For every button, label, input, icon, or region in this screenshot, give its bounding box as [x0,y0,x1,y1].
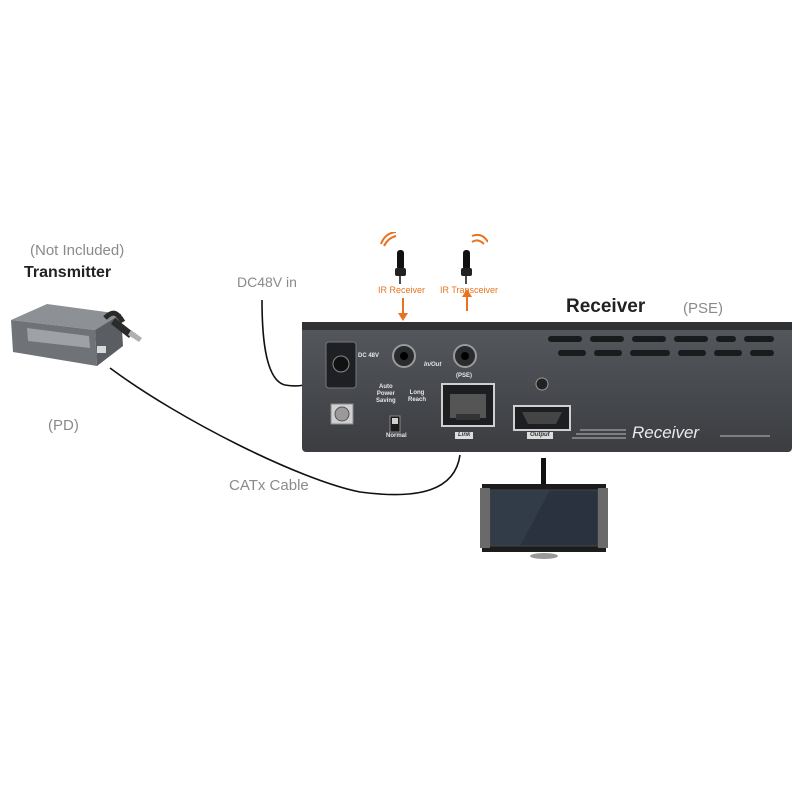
panel-dc-label: DC 48V [358,353,380,359]
ir-receiver-device [380,232,406,284]
receiver-title: Receiver [566,296,646,317]
pd-label: (PD) [48,417,79,434]
ir-transceiver-label: IR Transceiver [440,285,499,295]
catx-cable [109,367,461,496]
panel-long-reach-label: Long Reach [408,390,427,403]
dc-in-label: DC48V in [237,274,297,290]
ir-receiver-arrow [398,313,408,321]
panel-in-out-label: In/Out [424,362,442,368]
ir-receiver-label: IR Receiver [378,285,426,295]
ir-transceiver-arrow [462,289,472,297]
hdmi-cable [541,458,546,484]
pse-label: (PSE) [683,300,724,317]
transmitter-device [11,304,142,366]
panel-normal-label: Normal [386,433,407,439]
transmitter-label: Transmitter [24,264,112,281]
catx-cable-label: CATx Cable [229,477,309,494]
panel-pse-port-label: (PSE) [456,373,473,379]
ir-transceiver-device [461,233,488,284]
panel-auto-power-label: Auto Power Saving [376,384,396,404]
tv-display [480,484,608,559]
panel-link-label: Link [455,432,474,439]
receiver-device [302,322,792,452]
panel-output-label: Output [527,432,553,439]
panel-receiver-brand: Receiver [632,423,700,442]
not-included-label: (Not Included) [30,242,125,259]
